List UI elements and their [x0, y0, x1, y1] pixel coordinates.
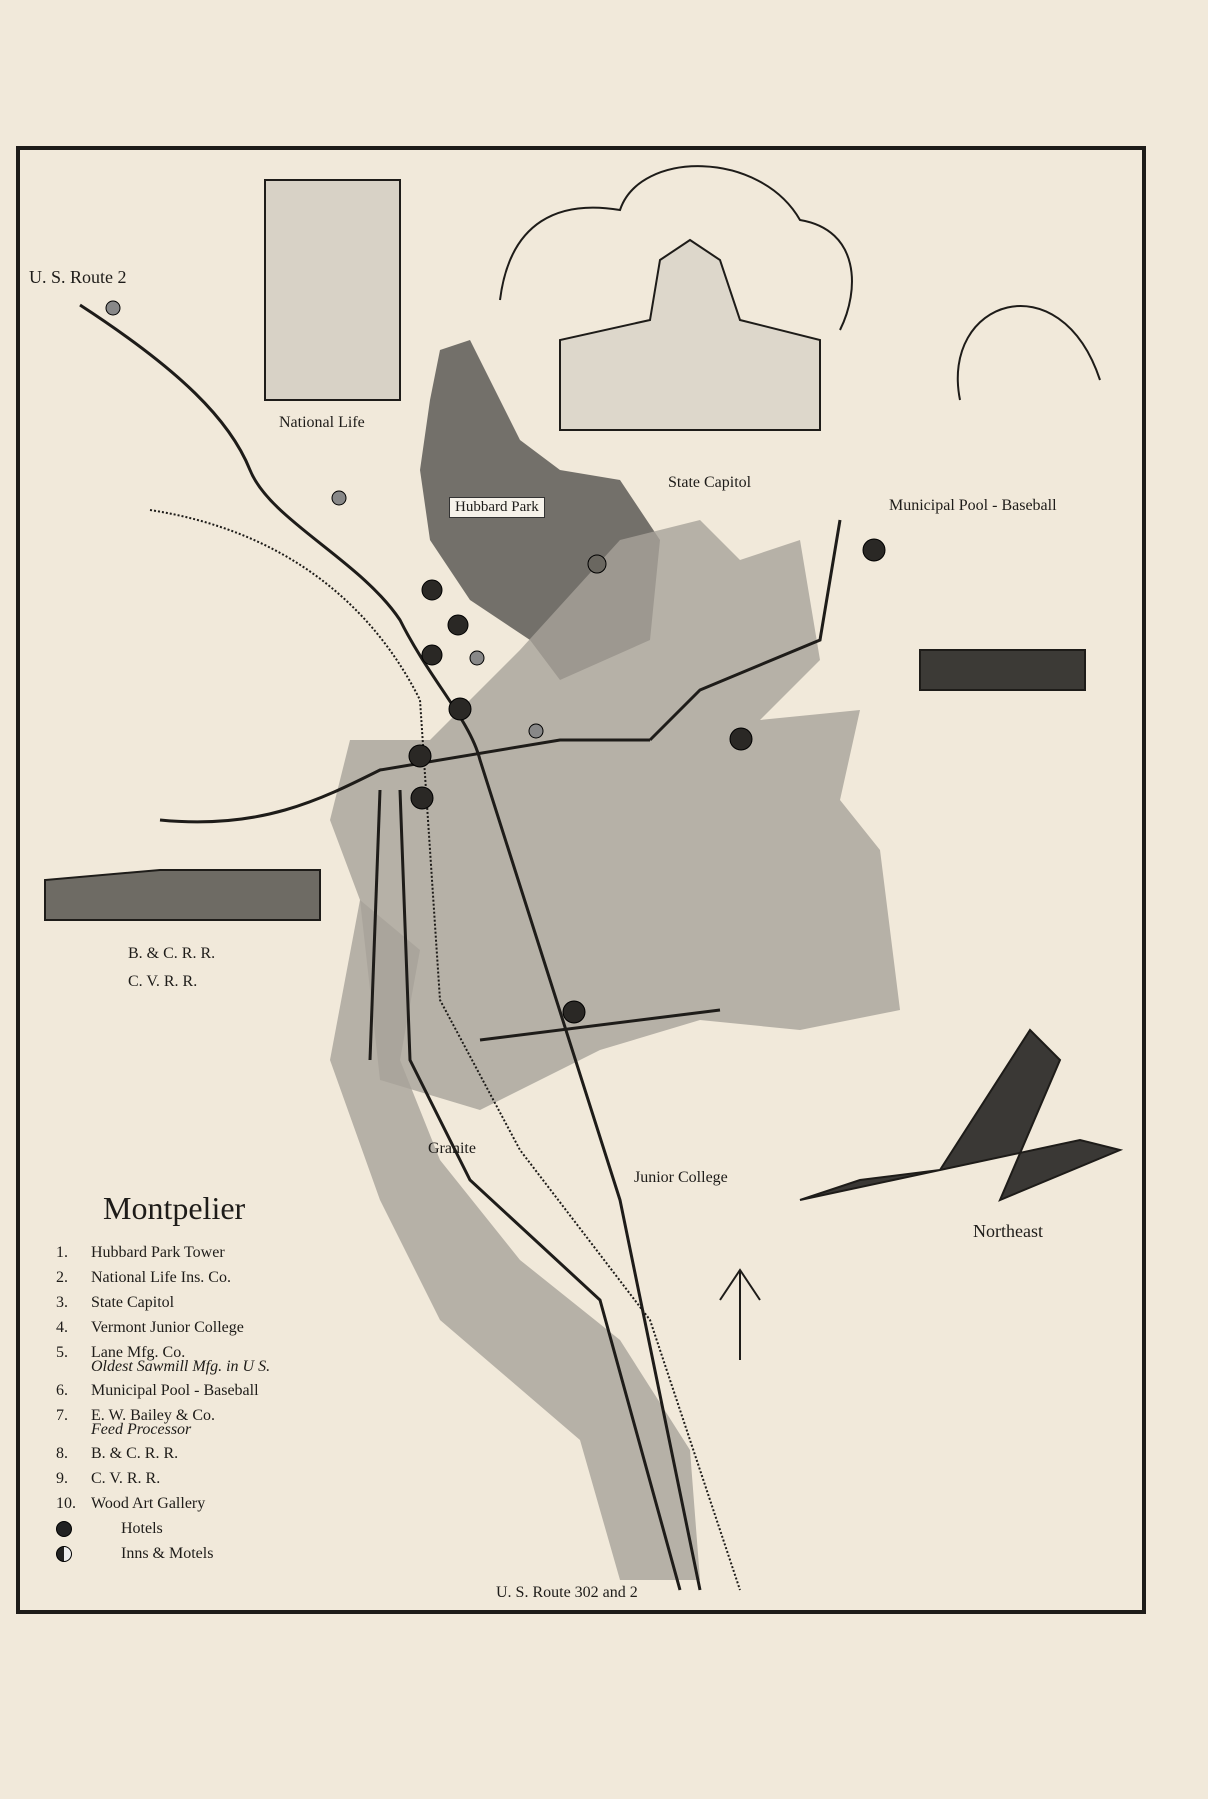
- inn-marker: [331, 490, 347, 506]
- legend-item: 5. Lane Mfg. Co.Oldest Sawmill Mfg. in U …: [56, 1340, 270, 1378]
- label-northeast: Northeast: [973, 1221, 1043, 1241]
- legend: 1. Hubbard Park Tower 2. National Life Ins…: [56, 1240, 270, 1566]
- marker-10: [448, 697, 472, 721]
- illustrations: [44, 165, 1124, 1360]
- tower-drawing: [719, 1268, 761, 1360]
- airplane-drawing: [799, 1028, 1124, 1202]
- legend-item: 10. Wood Art Gallery: [56, 1491, 270, 1516]
- legend-label: Vermont Junior College: [91, 1319, 244, 1336]
- legend-sublabel: Feed Processor: [91, 1421, 192, 1438]
- marker-9: [421, 644, 443, 666]
- legend-item: 1. Hubbard Park Tower: [56, 1240, 270, 1265]
- marker-3: [447, 614, 469, 636]
- marker-5: [729, 727, 753, 751]
- label-granite: Granite: [428, 1140, 476, 1157]
- legend-label: Municipal Pool - Baseball: [91, 1382, 259, 1399]
- label-bcrr: B. & C. R. R.: [128, 945, 216, 962]
- label-junior-college: Junior College: [634, 1169, 728, 1186]
- city-shaded-area: [330, 520, 900, 1110]
- legend-item: 7. E. W. Bailey & Co.Feed Processor: [56, 1403, 270, 1441]
- legend-item: 2. National Life Ins. Co.: [56, 1265, 270, 1290]
- inn-marker: [469, 650, 485, 666]
- legend-label: B. & C. R. R.: [91, 1445, 179, 1462]
- legend-number: 8.: [56, 1445, 68, 1462]
- label-us-route-2: U. S. Route 2: [29, 267, 127, 287]
- legend-label: Hubbard Park Tower: [91, 1244, 225, 1261]
- marker-8: [410, 786, 434, 810]
- national-life-building: [264, 179, 401, 401]
- map-border: [16, 146, 1146, 1614]
- legend-label: Wood Art Gallery: [91, 1495, 206, 1512]
- legend-number: 5.: [56, 1344, 68, 1361]
- legend-symbol-inns: Inns & Motels: [56, 1541, 270, 1566]
- legend-number: 10.: [56, 1495, 76, 1512]
- legend-sublabel: Oldest Sawmill Mfg. in U S.: [91, 1358, 271, 1375]
- hotel-marker-icon: [56, 1520, 72, 1537]
- legend-number: 9.: [56, 1470, 68, 1487]
- factory-drawing: [919, 649, 1086, 691]
- pool-cloud: [956, 305, 1101, 401]
- legend-label: E. W. Bailey & Co.: [91, 1407, 215, 1424]
- legend-number: 4.: [56, 1319, 68, 1336]
- legend-label: Hotels: [121, 1520, 163, 1537]
- train-drawing: [44, 869, 321, 921]
- legend-item: 6. Municipal Pool - Baseball: [56, 1378, 270, 1403]
- state-capitol-building: [559, 238, 821, 431]
- legend-label: State Capitol: [91, 1294, 175, 1311]
- inn-marker: [105, 300, 121, 316]
- marker-6: [862, 538, 886, 562]
- map-title: Montpelier: [103, 1190, 246, 1226]
- label-national-life: National Life: [279, 414, 365, 431]
- inn-marker-icon: [56, 1545, 72, 1562]
- marker-7: [408, 744, 432, 768]
- marker-1: [587, 554, 607, 574]
- label-municipal-pool: Municipal Pool - Baseball: [889, 497, 1057, 514]
- label-us-route-302: U. S. Route 302 and 2: [496, 1584, 638, 1601]
- legend-number: 1.: [56, 1244, 68, 1261]
- marker-2: [421, 579, 443, 601]
- marker-4: [562, 1000, 586, 1024]
- cloud-outline: [499, 165, 853, 331]
- legend-label: C. V. R. R.: [91, 1470, 161, 1487]
- legend-label: National Life Ins. Co.: [91, 1269, 231, 1286]
- label-hubbard-park: Hubbard Park: [449, 497, 545, 518]
- label-state-capitol: State Capitol: [668, 474, 752, 491]
- legend-number: 3.: [56, 1294, 68, 1311]
- legend-item: 3. State Capitol: [56, 1290, 270, 1315]
- label-cvrr: C. V. R. R.: [128, 973, 198, 990]
- legend-item: 8. B. & C. R. R.: [56, 1441, 270, 1466]
- legend-label: Lane Mfg. Co.: [91, 1344, 186, 1361]
- legend-item: 9. C. V. R. R.: [56, 1466, 270, 1491]
- legend-number: 2.: [56, 1269, 68, 1286]
- legend-label: Inns & Motels: [121, 1545, 214, 1562]
- legend-number: 7.: [56, 1407, 68, 1424]
- legend-number: 6.: [56, 1382, 68, 1399]
- inn-marker: [528, 723, 544, 739]
- river-shaded-area: [330, 900, 700, 1580]
- map-markers: [105, 300, 886, 1024]
- legend-symbol-hotels: Hotels: [56, 1516, 270, 1541]
- legend-item: 4. Vermont Junior College: [56, 1315, 270, 1340]
